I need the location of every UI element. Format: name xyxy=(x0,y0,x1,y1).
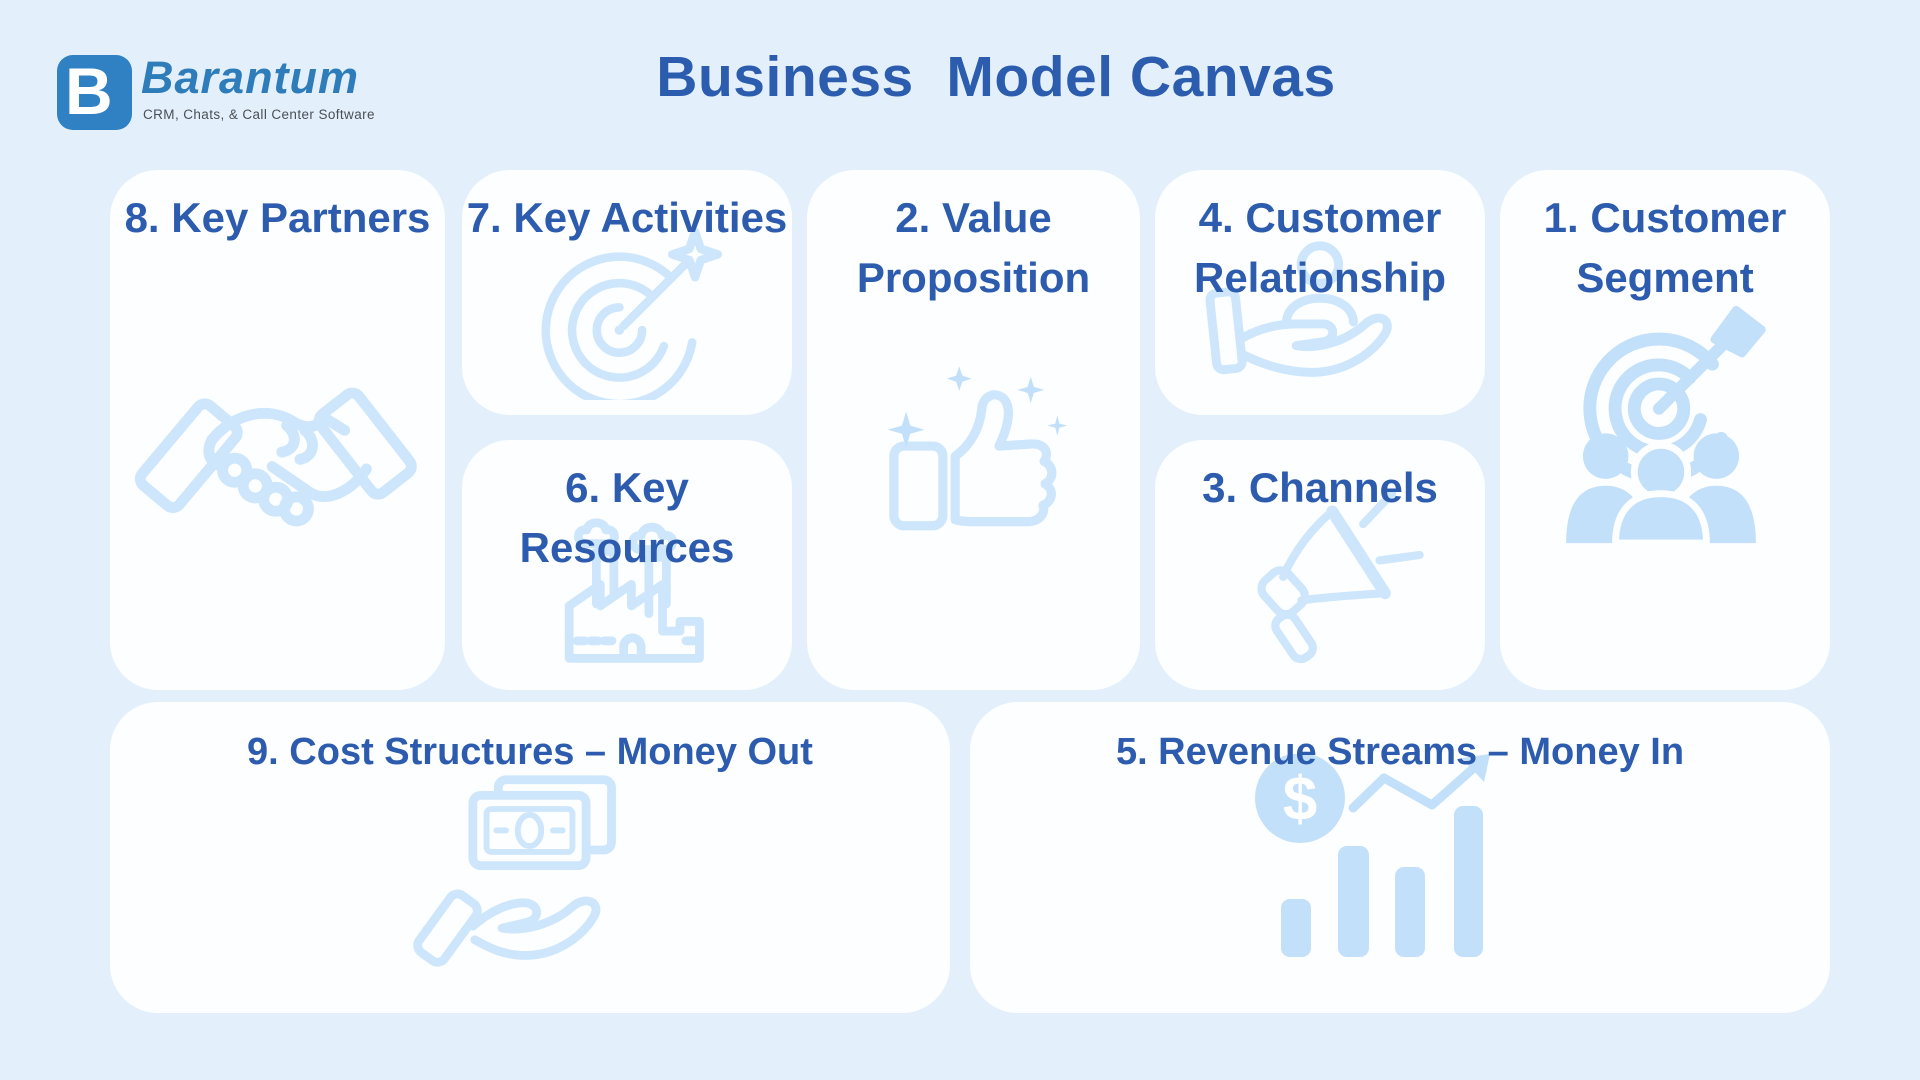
factory-icon xyxy=(540,495,715,670)
svg-text:$: $ xyxy=(1283,765,1317,834)
card-title: 4. Customer Relationship xyxy=(1193,194,1447,301)
card-title: 5. Revenue Streams – Money In xyxy=(1115,731,1685,773)
page-title: Business Model Canvas xyxy=(656,45,1336,109)
card-cost-structures: 9. Cost Structures – Money Out xyxy=(110,702,950,1013)
megaphone-icon xyxy=(1225,470,1425,670)
card-title: 3. Channels xyxy=(1202,464,1438,511)
thumbs-up-icon xyxy=(869,348,1074,538)
card-title: 1. Customer Segment xyxy=(1543,194,1787,301)
hand-person-icon xyxy=(1203,235,1421,395)
money-hand-icon xyxy=(412,768,647,973)
card-title: 8. Key Partners xyxy=(124,194,431,241)
card-customer-segment: 1. Customer Segment xyxy=(1500,170,1830,690)
card-key-activities: 7. Key Activities xyxy=(462,170,792,415)
card-customer-relationship: 4. Customer Relationship xyxy=(1155,170,1485,415)
card-title: 7. Key Activities xyxy=(466,194,788,241)
card-title: 6. Key Resources xyxy=(519,464,735,571)
barantum-wordmark: Barantum xyxy=(141,52,360,103)
card-key-partners: 8. Key Partners xyxy=(110,170,445,690)
card-title: 9. Cost Structures – Money Out xyxy=(247,731,813,773)
card-revenue-streams: 5. Revenue Streams – Money In $ xyxy=(970,702,1830,1013)
handshake-icon xyxy=(132,350,422,530)
card-key-resources: 6. Key Resources xyxy=(462,440,792,690)
target-people-icon xyxy=(1552,298,1770,553)
coin-chart-icon: $ xyxy=(1250,754,1500,959)
target-arrow-icon xyxy=(532,228,722,400)
card-value-proposition: 2. Value Proposition xyxy=(807,170,1140,690)
card-channels: 3. Channels xyxy=(1155,440,1485,690)
barantum-logo-icon: B xyxy=(57,55,132,130)
card-title: 2. Value Proposition xyxy=(856,194,1091,301)
barantum-tagline: CRM, Chats, & Call Center Software xyxy=(143,107,375,122)
